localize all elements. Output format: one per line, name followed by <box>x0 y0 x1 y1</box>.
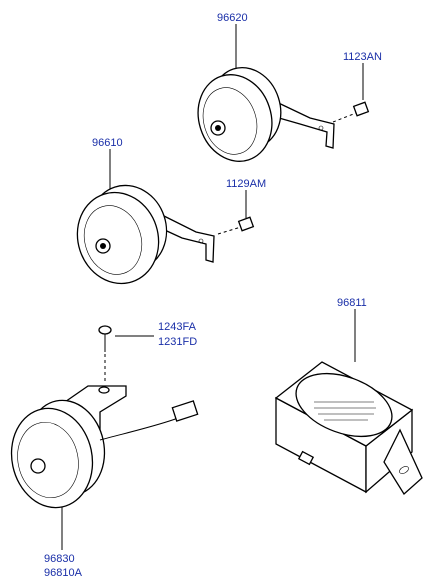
horn-96830-connector <box>171 400 199 422</box>
horn-96830-face <box>10 407 94 509</box>
horn-96610-face-ring <box>83 205 143 275</box>
buzzer-96811-grille <box>295 372 393 438</box>
horn-96620-terminal-nut <box>215 125 221 131</box>
horn-96830 <box>10 385 199 509</box>
horn-96620-face-ring <box>202 87 258 155</box>
buzzer-96811-grille-slots <box>314 401 376 421</box>
horn-96830-face-ring <box>17 422 79 498</box>
bolt-1129AM-head <box>237 216 255 232</box>
buzzer-96811-bracket-slot <box>399 466 409 474</box>
horn-96610-terminal-nut <box>100 243 106 249</box>
label-96610: 96610 <box>92 137 123 149</box>
bolt-1129AM <box>217 216 255 235</box>
bolt-1123AN-head <box>352 101 370 117</box>
screw-1243FA-head <box>98 325 112 335</box>
buzzer-96811 <box>274 361 423 495</box>
horn-96620-face <box>197 74 273 162</box>
horn-96620 <box>197 66 335 162</box>
horn-96610 <box>76 184 215 285</box>
horn-96830-terminal <box>30 458 46 474</box>
horn-96620-bracket <box>267 96 335 149</box>
horn-96830-bracket-hole <box>98 386 110 394</box>
label-96830: 96830 <box>44 553 75 565</box>
label-1243FA: 1243FA <box>158 321 197 333</box>
bolt-1129AM-guide <box>217 226 242 235</box>
label-96620: 96620 <box>217 12 248 24</box>
horn-96620-bracket-hole <box>318 125 324 131</box>
label-1231FD: 1231FD <box>158 336 197 348</box>
horn-96610-bracket-hole <box>198 238 204 244</box>
label-1123AN: 1123AN <box>343 51 382 63</box>
buzzer-96811-bracket <box>383 428 423 495</box>
buzzer-96811-connector <box>297 450 315 466</box>
label-96810A: 96810A <box>44 567 83 579</box>
label-1129AM: 1129AM <box>226 178 266 190</box>
label-96811: 96811 <box>337 297 367 309</box>
screw-1243FA <box>98 325 112 384</box>
bolt-1123AN-guide <box>332 112 357 123</box>
bolt-1123AN <box>332 101 370 123</box>
horn-96830-wire <box>99 417 179 441</box>
